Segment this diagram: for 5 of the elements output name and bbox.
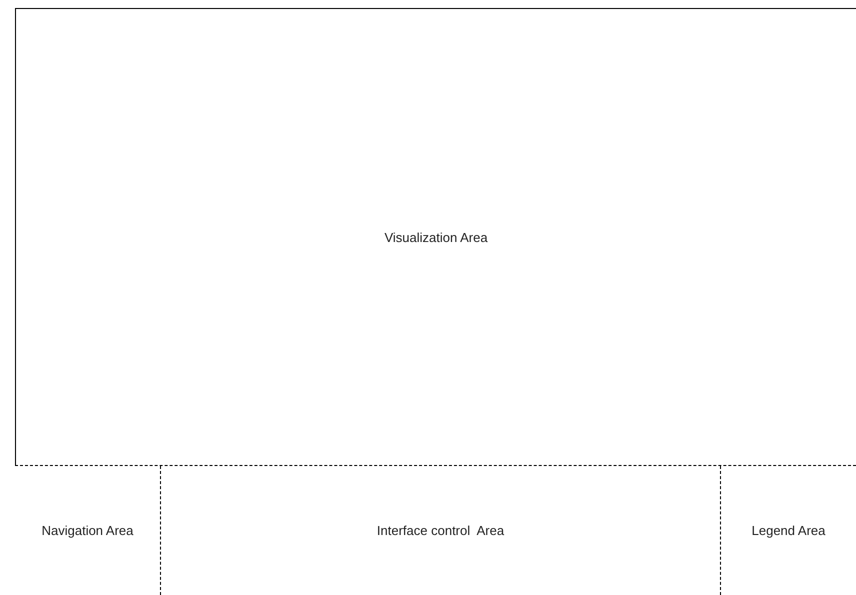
area-label: Navigation Area (42, 523, 134, 538)
area-label: Visualization Area (384, 230, 488, 244)
visualization-area (15, 8, 856, 466)
area-label: Legend Area (752, 523, 826, 538)
area-label: Interface control Area (376, 523, 504, 538)
